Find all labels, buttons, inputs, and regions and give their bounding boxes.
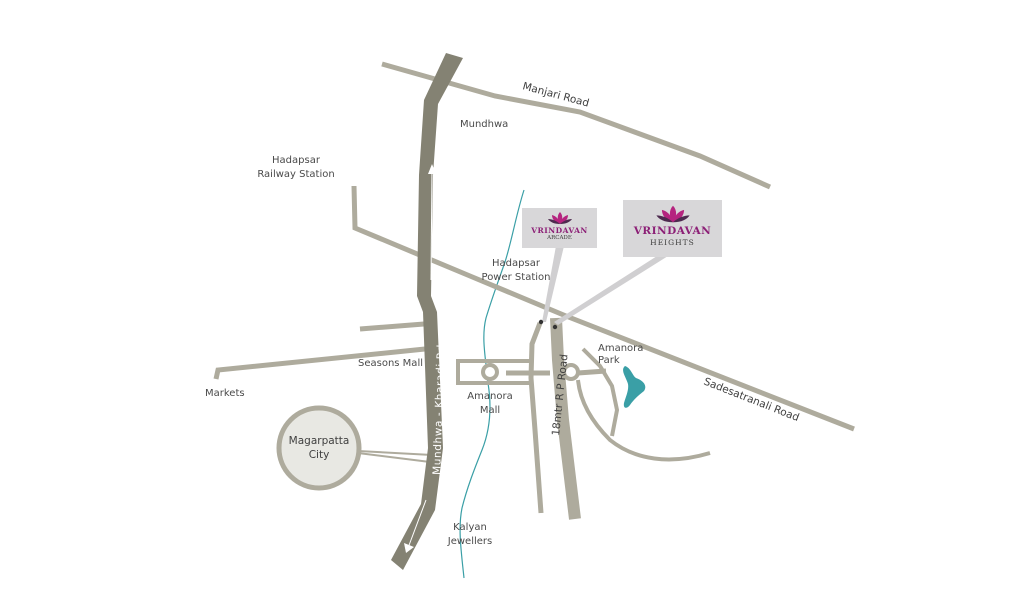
label-mundhwa: Mundhwa	[460, 119, 508, 130]
label-seasons-mall: Seasons Mall	[358, 358, 423, 369]
label-magarpatta-2: City	[309, 449, 330, 461]
direction-arrows	[404, 164, 436, 553]
lotus-icon	[547, 212, 572, 224]
label-magarpatta-1: Magarpatta	[289, 435, 350, 447]
roundabout-amanora-mall	[481, 363, 499, 381]
vrindavan-heights-callout: VRINDAVAN HEIGHTS	[623, 200, 722, 257]
callout-pointer-heights	[554, 256, 668, 325]
magarpatta-city-circle	[276, 405, 362, 491]
heights-name: VRINDAVAN	[633, 225, 712, 237]
label-amanora-park-2: Park	[598, 355, 620, 366]
callout-pointer-arcade	[542, 246, 564, 322]
location-dot-arcade	[538, 319, 544, 325]
label-amanora-mall-1: Amanora	[467, 391, 512, 402]
label-amanora-park-1: Amanora	[598, 343, 643, 354]
label-kalyan-2: Jewellers	[447, 536, 492, 547]
label-hadapsar-power-2: Power Station	[482, 272, 551, 283]
label-amanora-mall-2: Mall	[480, 405, 500, 416]
label-hadapsar-power-1: Hadapsar	[492, 258, 541, 269]
label-kalyan-1: Kalyan	[453, 522, 487, 533]
label-hadapsar-railway-1: Hadapsar	[272, 155, 321, 166]
label-markets: Markets	[205, 388, 245, 399]
rp-road	[550, 317, 581, 520]
label-mundhwa-kharadi-road: Mundhwa - Kharadi Rd	[431, 344, 448, 475]
lotus-icon	[655, 205, 690, 223]
minor-roads	[213, 61, 855, 514]
vrindavan-arcade-callout: VRINDAVAN ARCADE	[522, 208, 597, 248]
location-dot-heights	[552, 324, 558, 330]
arcade-name: VRINDAVAN	[531, 226, 588, 235]
arcade-sub: ARCADE	[547, 234, 572, 241]
lake	[623, 366, 646, 408]
mundhwa-kharadi-road	[391, 53, 463, 570]
label-hadapsar-railway-2: Railway Station	[257, 169, 334, 180]
heights-sub: HEIGHTS	[650, 237, 695, 247]
